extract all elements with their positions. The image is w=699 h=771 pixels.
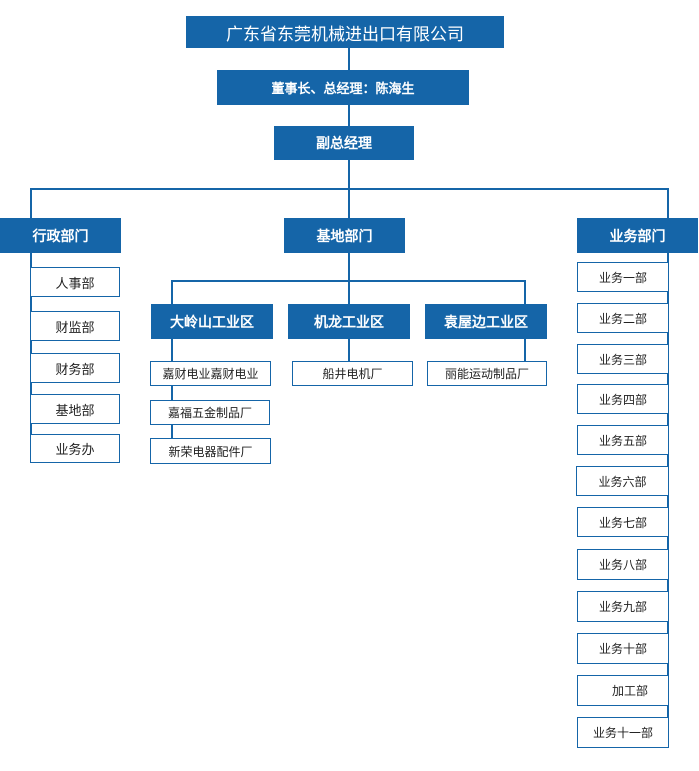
- connector: [348, 252, 350, 280]
- connector: [30, 252, 32, 448]
- zone-box: 袁屋边工业区: [425, 304, 547, 339]
- zone-box: 大岭山工业区: [151, 304, 273, 339]
- factory-box: 嘉财电业嘉财电业: [150, 361, 271, 386]
- connector: [30, 188, 32, 218]
- factory-box: 嘉福五金制品厂: [150, 400, 270, 425]
- business-item: 业务三部: [577, 344, 669, 374]
- base-department-box: 基地部门: [284, 218, 405, 253]
- connector: [171, 338, 173, 452]
- admin-item: 业务办: [30, 434, 120, 463]
- business-item: 业务五部: [577, 425, 669, 455]
- business-item: 加工部: [577, 675, 669, 706]
- admin-item: 财监部: [30, 311, 120, 341]
- business-item: 业务一部: [577, 262, 669, 292]
- factory-box: 新荣电器配件厂: [150, 438, 271, 464]
- connector: [348, 47, 350, 71]
- business-department-box: 业务部门: [577, 218, 698, 253]
- business-item: 业务四部: [577, 384, 669, 414]
- business-item: 业务二部: [577, 303, 669, 333]
- chairman-box: 董事长、总经理：陈海生: [217, 70, 469, 105]
- connector: [348, 338, 350, 362]
- admin-item: 人事部: [30, 267, 120, 297]
- factory-box: 船井电机厂: [292, 361, 413, 386]
- business-item: 业务七部: [577, 507, 669, 537]
- connector: [524, 280, 526, 304]
- admin-item: 财务部: [30, 353, 120, 383]
- company-title: 广东省东莞机械进出口有限公司: [186, 16, 504, 48]
- business-item: 业务十一部: [577, 717, 669, 748]
- business-item: 业务十部: [577, 633, 669, 664]
- admin-item: 基地部: [30, 394, 120, 424]
- connector: [524, 338, 526, 362]
- factory-box: 丽能运动制品厂: [427, 361, 547, 386]
- business-item: 业务六部: [576, 466, 669, 496]
- connector: [30, 188, 669, 190]
- deputy-manager-box: 副总经理: [274, 126, 414, 160]
- business-item: 业务九部: [577, 591, 669, 622]
- connector: [348, 280, 350, 304]
- connector: [171, 280, 173, 304]
- connector: [667, 188, 669, 218]
- admin-department-box: 行政部门: [0, 218, 121, 253]
- business-item: 业务八部: [577, 549, 669, 580]
- zone-box: 机龙工业区: [288, 304, 410, 339]
- connector: [348, 104, 350, 126]
